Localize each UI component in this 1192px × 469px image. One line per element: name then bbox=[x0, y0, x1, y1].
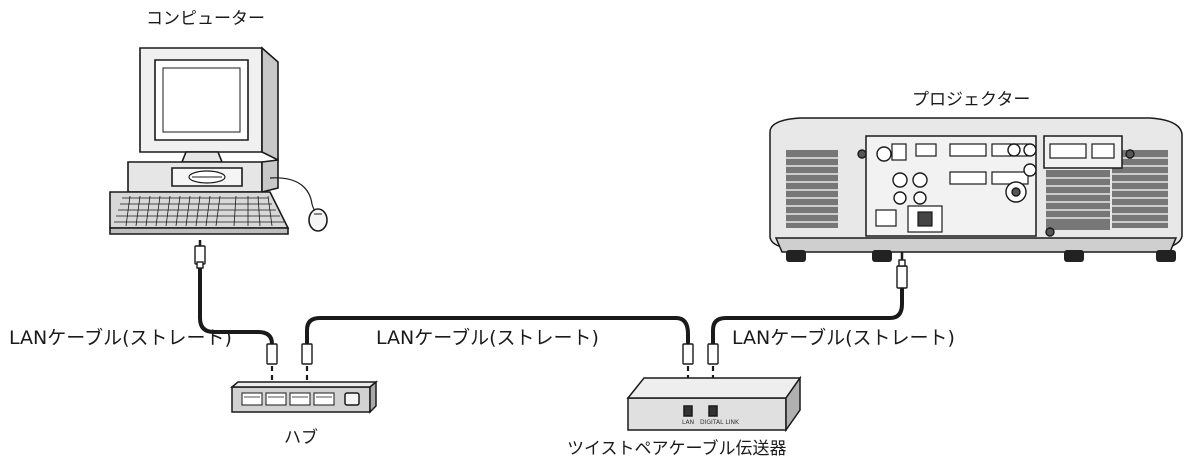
port-label-digital-link: DIGITAL LINK bbox=[700, 419, 740, 426]
cable-label-right: LANケーブル(ストレート) bbox=[732, 327, 955, 349]
hub-icon bbox=[229, 380, 379, 414]
port-label-lan: LAN bbox=[682, 419, 694, 426]
projector-label: プロジェクター bbox=[912, 90, 1031, 110]
cable-label-left: LANケーブル(ストレート) bbox=[9, 327, 232, 349]
computer-icon bbox=[109, 46, 328, 235]
hub-label: ハブ bbox=[284, 428, 318, 448]
transmitter-icon: LAN DIGITAL LINK bbox=[626, 375, 802, 433]
lan-cables bbox=[198, 240, 904, 345]
cable-connectors bbox=[194, 245, 908, 365]
projector-icon bbox=[769, 117, 1183, 262]
cable-label-middle: LANケーブル(ストレート) bbox=[376, 327, 599, 349]
transmitter-label: ツイストペアケーブル伝送器 bbox=[567, 439, 787, 459]
computer-label: コンピューター bbox=[146, 9, 265, 29]
